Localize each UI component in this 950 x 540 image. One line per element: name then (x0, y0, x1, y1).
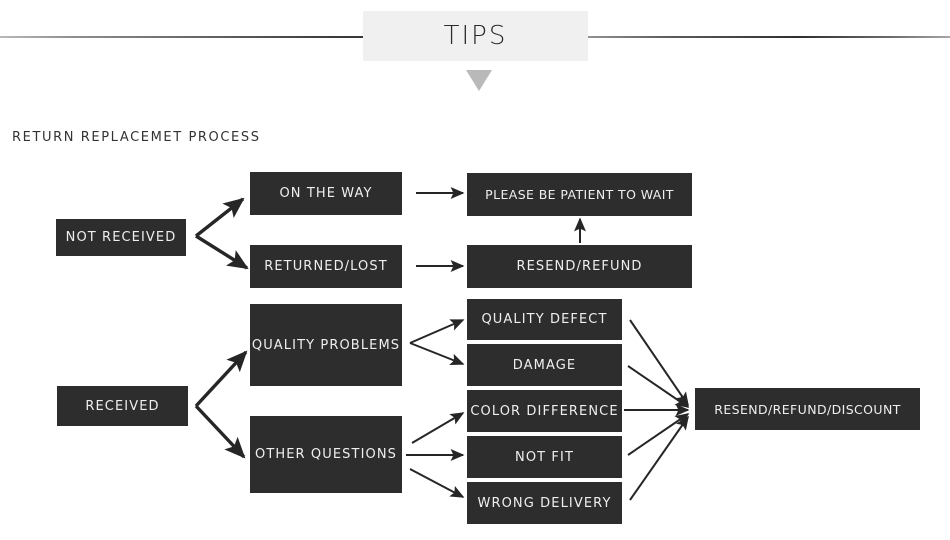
arrow-other-questions-to-wrong-delivery (409, 468, 465, 498)
arrow-other-questions-to-color-difference (411, 412, 465, 444)
header-divider-right (575, 36, 950, 38)
header-divider-left (0, 36, 600, 38)
node-label: RESEND/REFUND (516, 259, 643, 274)
node-received[interactable]: RECEIVED (57, 386, 188, 426)
node-label: QUALITY PROBLEMS (251, 337, 401, 353)
node-quality-problems[interactable]: QUALITY PROBLEMS (250, 304, 402, 386)
page-title: TIPS (443, 21, 508, 51)
node-label: QUALITY DEFECT (481, 312, 608, 327)
arrow-wrong-delivery-to-resend-refund-discount (629, 415, 689, 501)
tips-banner: TIPS (363, 11, 588, 61)
arrow-damage-to-resend-refund-discount (627, 365, 690, 408)
node-on-the-way[interactable]: ON THE WAY (250, 172, 402, 215)
node-other-questions[interactable]: OTHER QUESTIONS (250, 416, 402, 493)
node-not-received[interactable]: NOT RECEIVED (56, 219, 186, 256)
arrow-quality-problems-to-damage (409, 342, 465, 366)
arrow-not-received-to-returned-lost (195, 234, 249, 270)
node-label: WRONG DELIVERY (477, 495, 612, 511)
node-wrong-delivery[interactable]: WRONG DELIVERY (467, 482, 622, 524)
node-label: RETURNED/LOST (264, 259, 388, 274)
node-label: NOT FIT (515, 449, 574, 465)
node-resend-refund[interactable]: RESEND/REFUND (467, 245, 692, 288)
arrow-quality-problems-to-quality-defect (409, 319, 465, 344)
node-returned-lost[interactable]: RETURNED/LOST (250, 245, 402, 288)
triangle-down-icon (466, 70, 492, 91)
diagram-title: RETURN REPLACEMET PROCESS (12, 130, 261, 145)
node-label: PLEASE BE PATIENT TO WAIT (485, 187, 674, 202)
arrow-not-fit-to-resend-refund-discount (627, 413, 690, 456)
arrow-quality-defect-to-resend-refund-discount (629, 319, 689, 407)
node-please-be-patient[interactable]: PLEASE BE PATIENT TO WAIT (467, 173, 692, 216)
node-resend-refund-discount[interactable]: RESEND/REFUND/DISCOUNT (695, 388, 920, 430)
arrow-received-to-quality-problems (194, 350, 248, 408)
node-label: ON THE WAY (279, 186, 373, 201)
node-label: RECEIVED (85, 398, 160, 414)
arrow-not-received-to-on-the-way (194, 197, 245, 238)
node-damage[interactable]: DAMAGE (467, 344, 622, 386)
node-label: RESEND/REFUND/DISCOUNT (714, 401, 901, 417)
arrow-received-to-other-questions (194, 404, 246, 459)
node-label: COLOR DIFFERENCE (470, 403, 619, 419)
node-label: NOT RECEIVED (65, 230, 177, 245)
node-label: DAMAGE (512, 357, 577, 373)
node-quality-defect[interactable]: QUALITY DEFECT (467, 299, 622, 340)
node-not-fit[interactable]: NOT FIT (467, 436, 622, 478)
node-label: OTHER QUESTIONS (254, 447, 398, 462)
node-color-difference[interactable]: COLOR DIFFERENCE (467, 390, 622, 432)
